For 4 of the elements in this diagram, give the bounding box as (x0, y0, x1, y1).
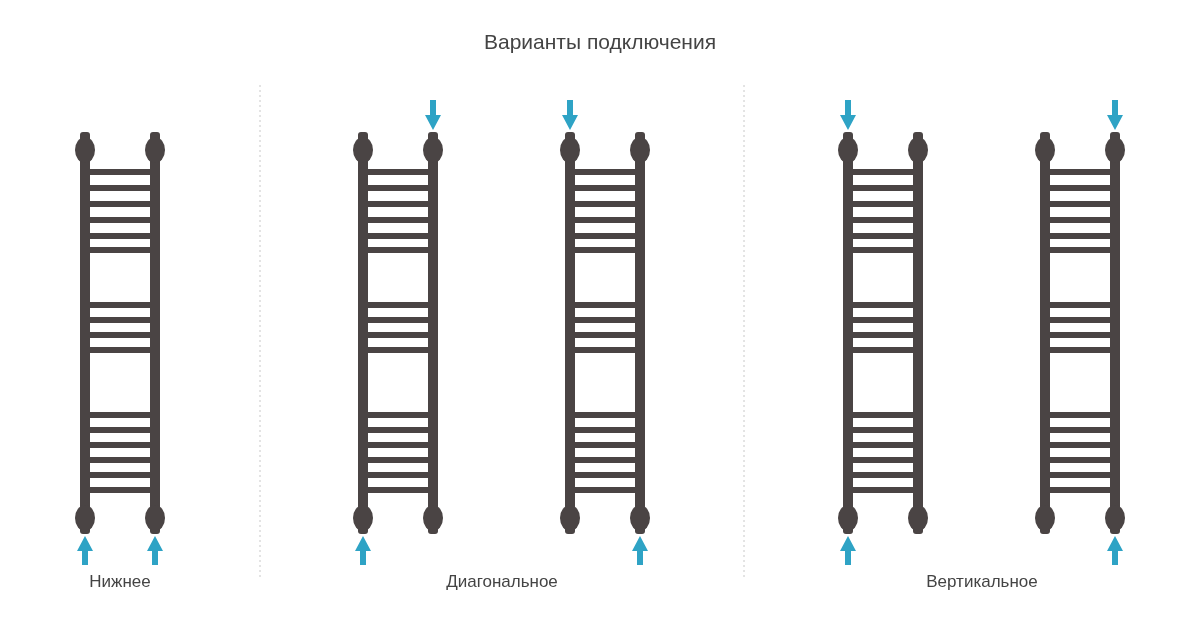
diagram-title: Варианты подключения (484, 30, 716, 54)
variant-caption: Вертикальное (926, 572, 1038, 592)
variant-caption: Нижнее (89, 572, 151, 592)
variant-caption: Диагональное (446, 572, 558, 592)
